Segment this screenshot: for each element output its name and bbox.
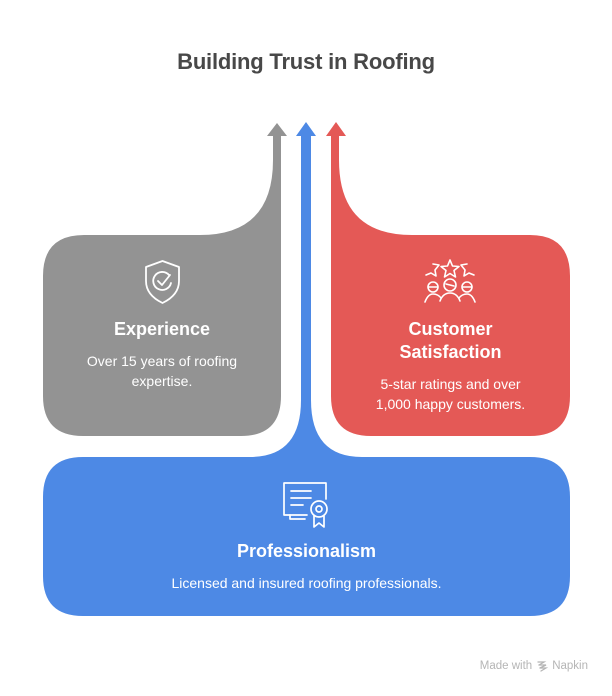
customer-satisfaction-description-line: 1,000 happy customers. [375,396,526,412]
footer-attribution: Made with Napkin [480,660,588,672]
experience-card-shape [43,123,287,436]
certificate-icon [283,482,328,528]
experience-title: Experience [113,319,211,339]
customer-satisfaction-title: Customer Satisfaction [331,318,570,364]
experience-description-line: expertise. [131,373,193,389]
customer-satisfaction-title-line: Customer [408,319,493,339]
professionalism-card-shape [43,122,570,616]
customer-satisfaction-description-line: 5-star ratings and over [380,376,521,392]
customer-satisfaction-title-line: Satisfaction [399,342,502,362]
professionalism-text: Professionalism Licensed and insured roo… [43,540,570,593]
footer-brand: Napkin [552,660,588,672]
experience-description: Over 15 years of roofing expertise. [43,351,281,391]
professionalism-description: Licensed and insured roofing professiona… [171,575,442,591]
napkin-logo-icon [537,661,549,672]
shield-check-icon [145,260,180,304]
diagram-title: Building Trust in Roofing [177,49,435,74]
customer-satisfaction-text: Customer Satisfaction 5-star ratings and… [331,318,570,414]
customer-satisfaction-description: 5-star ratings and over 1,000 happy cust… [331,374,570,414]
experience-text: Experience Over 15 years of roofing expe… [43,318,281,391]
professionalism-title: Professionalism [236,541,377,561]
experience-description-line: Over 15 years of roofing [86,353,238,369]
stars-customers-icon [424,259,476,303]
footer-made-with: Made with [479,660,533,672]
